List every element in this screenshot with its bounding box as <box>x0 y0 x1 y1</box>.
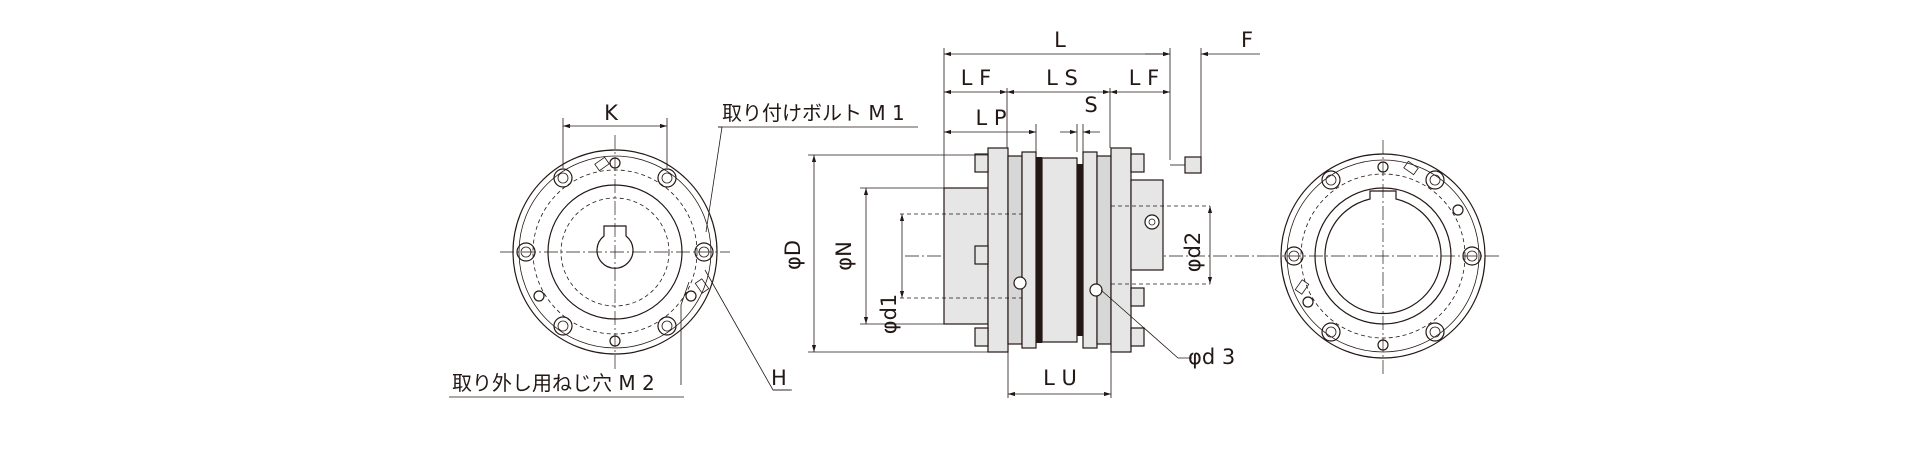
dim-LS: L S <box>1046 66 1078 90</box>
dim-d3: φd 3 <box>1188 345 1235 369</box>
dim-d1: φd1 <box>877 294 901 335</box>
dim-LU: L U <box>1043 366 1077 390</box>
dim-LP: L P <box>975 106 1006 130</box>
label-removal-screw-M2: 取り外し用ねじ穴 M 2 <box>452 371 655 395</box>
mounting-bolt-holes <box>516 157 714 347</box>
dim-F: F <box>1241 28 1253 52</box>
removal-screw-holes <box>594 156 710 294</box>
dim-D: φD <box>781 240 805 270</box>
dim-L: L <box>1054 28 1066 52</box>
dim-K: K <box>604 101 619 125</box>
dim-S: S <box>1084 93 1097 117</box>
dim-LF-left: L F <box>961 66 991 90</box>
left-end-view: K 取り付けボルト M 1 取り外し用ねじ穴 M 2 H <box>449 101 918 398</box>
side-elevation-view: L F L F L S L F L P S φD φN <box>781 28 1265 398</box>
right-end-view <box>1265 140 1500 375</box>
dim-H: H <box>771 366 787 390</box>
label-mounting-bolt-M1: 取り付けボルト M 1 <box>722 101 905 125</box>
dim-LF-right: L F <box>1129 66 1159 90</box>
dim-d2: φd2 <box>1181 232 1205 273</box>
dim-N: φN <box>832 241 856 271</box>
